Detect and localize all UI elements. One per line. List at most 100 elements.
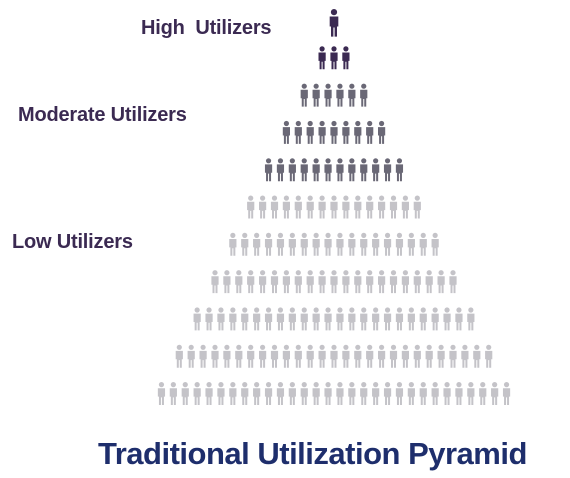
moderate-person-icon xyxy=(360,158,368,182)
low-person-icon xyxy=(217,382,225,405)
low-person-icon xyxy=(330,344,338,368)
low-person-icon xyxy=(407,232,415,256)
low-person-icon xyxy=(259,344,267,368)
low-person-icon xyxy=(372,232,380,256)
low-person-icon xyxy=(318,344,326,368)
low-person-icon xyxy=(395,307,404,331)
low-person-icon xyxy=(253,307,261,331)
low-person-icon xyxy=(229,232,237,256)
low-person-icon xyxy=(217,307,225,331)
low-person-icon xyxy=(211,344,219,368)
low-person-icon xyxy=(294,270,302,294)
low-person-icon xyxy=(437,344,445,368)
low-person-icon xyxy=(270,344,279,368)
low-person-icon xyxy=(401,195,409,219)
low-person-icon xyxy=(360,232,368,256)
low-person-icon xyxy=(223,344,231,368)
low-person-icon xyxy=(348,232,356,256)
low-person-icon xyxy=(342,195,350,219)
low-person-icon xyxy=(378,195,386,219)
low-person-icon xyxy=(288,307,296,331)
low-person-icon xyxy=(312,232,320,256)
low-person-icon xyxy=(264,382,273,405)
low-person-icon xyxy=(282,344,290,368)
high-person-icon xyxy=(330,46,338,70)
low-person-icon xyxy=(169,382,177,405)
low-person-icon xyxy=(330,195,338,219)
low-person-icon xyxy=(467,382,475,405)
utilization-pyramid xyxy=(157,9,511,405)
low-person-icon xyxy=(443,307,451,331)
low-person-icon xyxy=(431,382,439,405)
low-person-icon xyxy=(205,307,213,331)
moderate-person-icon xyxy=(366,120,374,144)
low-person-icon xyxy=(419,232,427,256)
low-person-icon xyxy=(253,232,261,256)
low-person-icon xyxy=(318,195,326,219)
low-person-icon xyxy=(383,307,392,331)
moderate-person-icon xyxy=(324,83,332,107)
low-person-icon xyxy=(354,195,362,219)
moderate-person-icon xyxy=(372,158,380,182)
low-person-icon xyxy=(306,195,314,219)
moderate-person-icon xyxy=(312,158,320,182)
low-person-icon xyxy=(401,270,409,294)
low-person-icon xyxy=(241,307,249,331)
low-person-icon xyxy=(264,232,273,256)
low-person-icon xyxy=(264,307,273,331)
low-person-icon xyxy=(229,382,237,405)
low-person-icon xyxy=(205,382,213,405)
moderate-person-icon xyxy=(354,120,362,144)
moderate-person-icon xyxy=(342,120,350,144)
low-person-icon xyxy=(437,270,445,294)
low-person-icon xyxy=(199,344,207,368)
low-person-icon xyxy=(270,270,279,294)
low-person-icon xyxy=(259,270,267,294)
low-person-icon xyxy=(300,382,308,405)
low-person-icon xyxy=(354,270,362,294)
low-person-icon xyxy=(276,307,285,331)
low-person-icon xyxy=(336,232,344,256)
moderate-person-icon xyxy=(378,120,386,144)
low-person-icon xyxy=(455,382,463,405)
high-person-icon xyxy=(318,46,326,70)
moderate-person-icon xyxy=(264,158,273,182)
low-person-icon xyxy=(372,307,380,331)
moderate-person-icon xyxy=(276,158,285,182)
moderate-person-icon xyxy=(324,158,332,182)
low-person-icon xyxy=(407,382,415,405)
low-person-icon xyxy=(259,195,267,219)
low-person-icon xyxy=(395,382,404,405)
moderate-person-icon xyxy=(360,83,368,107)
low-person-icon xyxy=(383,382,392,405)
low-person-icon xyxy=(306,344,314,368)
low-person-icon xyxy=(241,232,249,256)
low-person-icon xyxy=(473,344,481,368)
low-person-icon xyxy=(372,382,380,405)
high-person-icon xyxy=(329,9,339,37)
low-person-icon xyxy=(276,232,285,256)
moderate-person-icon xyxy=(282,120,290,144)
low-person-icon xyxy=(312,382,320,405)
low-person-icon xyxy=(479,382,487,405)
low-person-icon xyxy=(378,270,386,294)
low-person-icon xyxy=(378,344,386,368)
moderate-person-icon xyxy=(306,120,314,144)
low-person-icon xyxy=(247,195,255,219)
low-person-icon xyxy=(431,232,439,256)
low-person-icon xyxy=(348,382,356,405)
low-person-icon xyxy=(360,307,368,331)
low-person-icon xyxy=(336,382,344,405)
low-person-icon xyxy=(300,307,308,331)
low-person-icon xyxy=(288,232,296,256)
low-person-icon xyxy=(389,195,398,219)
low-person-icon xyxy=(360,382,368,405)
moderate-person-icon xyxy=(312,83,320,107)
low-person-icon xyxy=(157,382,166,405)
moderate-person-icon xyxy=(300,83,308,107)
low-person-icon xyxy=(193,382,201,405)
low-person-icon xyxy=(229,307,237,331)
low-person-icon xyxy=(235,344,243,368)
low-person-icon xyxy=(389,344,398,368)
low-person-icon xyxy=(413,195,421,219)
